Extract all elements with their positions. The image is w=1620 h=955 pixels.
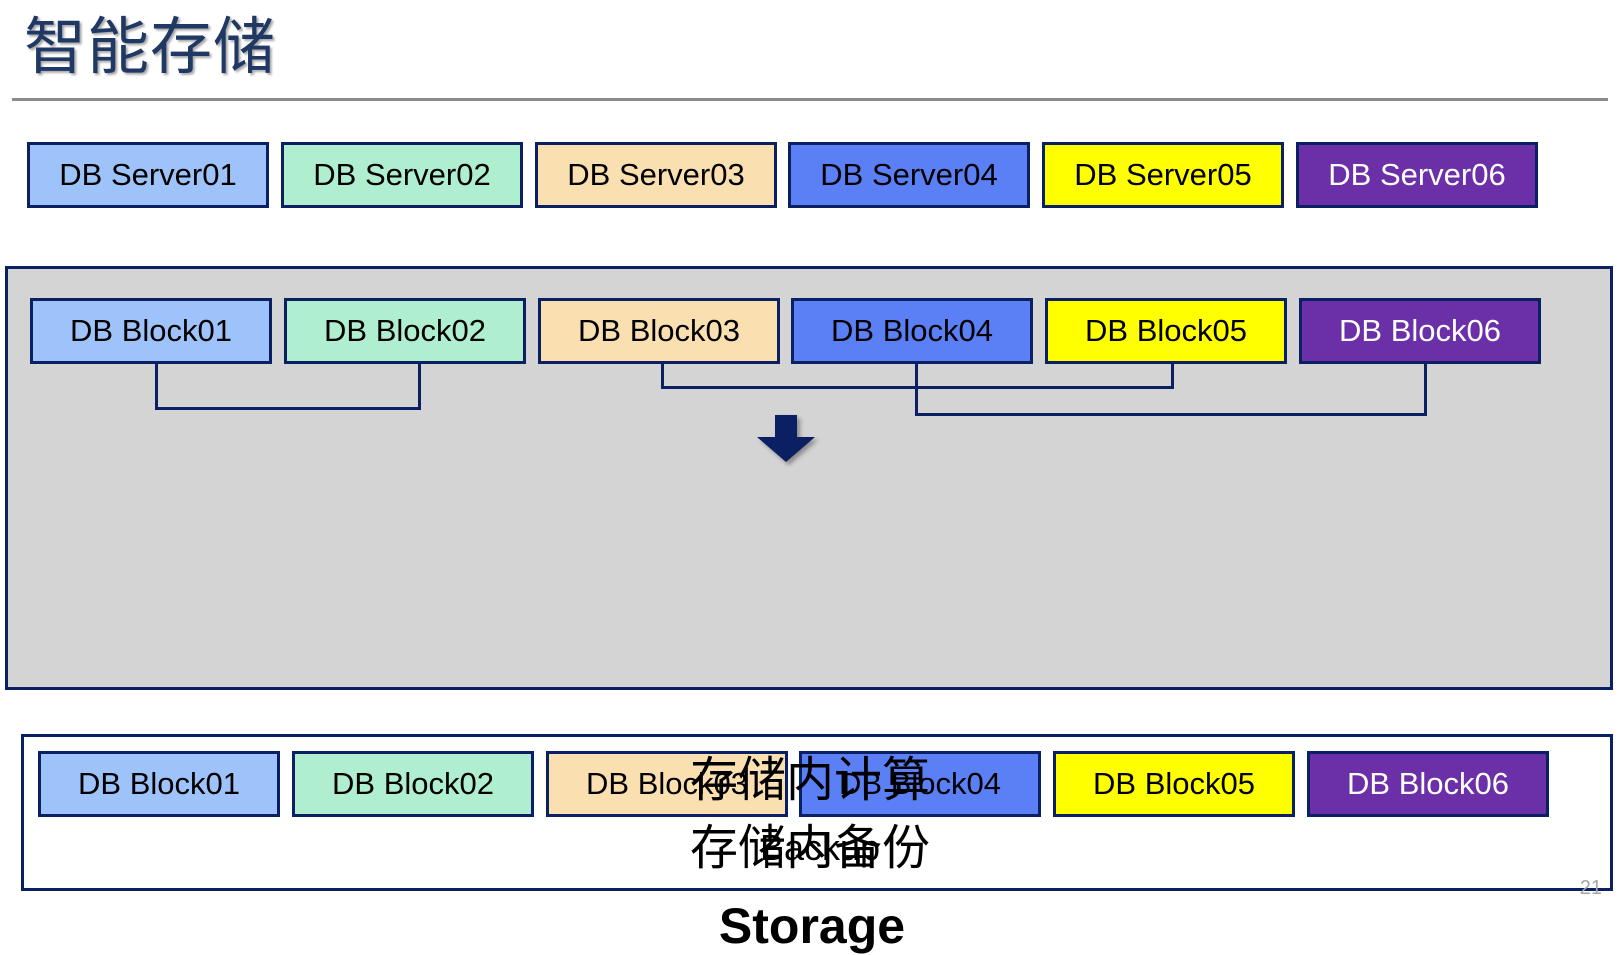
down-arrow-icon	[755, 415, 817, 463]
db-block-primary-5[interactable]: DB Block05	[1045, 298, 1287, 364]
connector-vertical-1-1	[155, 364, 158, 410]
connector-vertical-2-1	[661, 364, 664, 389]
db-server-box-4[interactable]: DB Server04	[788, 142, 1030, 208]
db-block-backup-6[interactable]: DB Block06	[1307, 751, 1549, 817]
connector-vertical-2-2	[1171, 364, 1174, 389]
db-block-primary-6[interactable]: DB Block06	[1299, 298, 1541, 364]
db-server-box-3[interactable]: DB Server03	[535, 142, 777, 208]
db-server-box-5[interactable]: DB Server05	[1042, 142, 1284, 208]
page-title: 智能存储	[24, 10, 277, 83]
connector-horizontal-3	[915, 413, 1427, 416]
db-block-backup-3[interactable]: DB Block03	[546, 751, 788, 817]
db-block-backup-1[interactable]: DB Block01	[38, 751, 280, 817]
db-block-primary-4[interactable]: DB Block04	[791, 298, 1033, 364]
db-block-primary-1[interactable]: DB Block01	[30, 298, 272, 364]
connector-horizontal-1	[155, 407, 421, 410]
storage-label: Storage	[718, 898, 906, 954]
connector-vertical-1-2	[418, 364, 421, 410]
db-block-backup-4[interactable]: DB Block04	[799, 751, 1041, 817]
title-divider	[12, 98, 1608, 101]
db-block-primary-3[interactable]: DB Block03	[538, 298, 780, 364]
db-block-primary-2[interactable]: DB Block02	[284, 298, 526, 364]
connector-vertical-3-1	[915, 364, 918, 416]
backup-label: Backup	[759, 827, 881, 868]
db-server-box-2[interactable]: DB Server02	[281, 142, 523, 208]
connector-vertical-3-2	[1424, 364, 1427, 416]
db-block-backup-2[interactable]: DB Block02	[292, 751, 534, 817]
caption-in-storage-backup: 存储内备份	[689, 820, 930, 876]
db-server-box-1[interactable]: DB Server01	[27, 142, 269, 208]
db-server-box-6[interactable]: DB Server06	[1296, 142, 1538, 208]
db-block-backup-5[interactable]: DB Block05	[1053, 751, 1295, 817]
page-number: 21	[1579, 877, 1602, 899]
caption-in-storage-compute: 存储内计算	[689, 752, 930, 808]
